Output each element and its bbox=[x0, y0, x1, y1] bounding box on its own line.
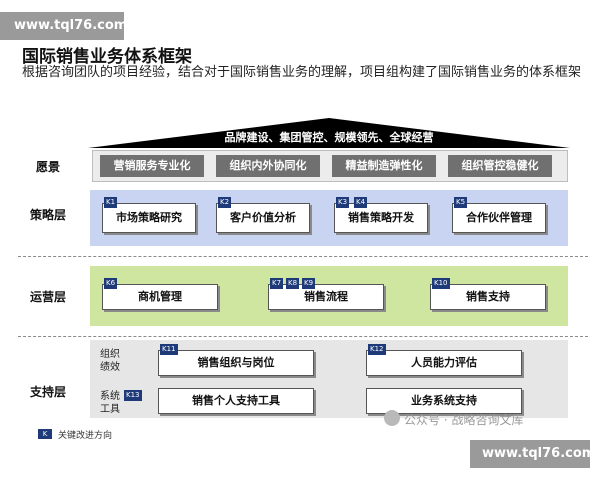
page-title: 国际销售业务体系框架 bbox=[22, 47, 192, 67]
key-tag: K5 bbox=[454, 197, 468, 208]
vision-item: 组织管控稳健化 bbox=[448, 155, 552, 177]
row-divider bbox=[18, 336, 588, 337]
key-tag: K10 bbox=[432, 278, 450, 289]
support-item: 销售组织与岗位 bbox=[158, 350, 314, 376]
strategy-item: 市场策略研究 bbox=[102, 203, 196, 233]
legend-key-icon: K bbox=[38, 429, 52, 439]
strategy-item: 合作伙伴管理 bbox=[452, 203, 546, 233]
strategy-item-label: 销售策略开发 bbox=[348, 211, 414, 224]
support-group-label: 组织 绩效 bbox=[100, 349, 120, 373]
key-tag: K7 bbox=[270, 278, 284, 289]
support-item-label: 人员能力评估 bbox=[411, 356, 477, 369]
row-label-support: 支持层 bbox=[30, 385, 67, 399]
key-tag: K13 bbox=[124, 390, 142, 401]
row-label-strategy: 策略层 bbox=[30, 208, 67, 222]
strategy-item: 销售策略开发 bbox=[334, 203, 428, 233]
operations-item-label: 销售支持 bbox=[466, 290, 510, 303]
support-item: 销售个人支持工具 bbox=[158, 388, 314, 414]
support-item: 业务系统支持 bbox=[366, 388, 522, 414]
row-label-operations: 运营层 bbox=[30, 290, 67, 304]
source-mark: 公众号 · 战略咨询文库 bbox=[404, 413, 524, 427]
row-divider bbox=[18, 256, 588, 257]
legend-text: 关键改进方向 bbox=[58, 431, 113, 441]
strategy-item: 客户价值分析 bbox=[216, 203, 310, 233]
vision-item: 组织内外协同化 bbox=[216, 155, 320, 177]
key-tag: K12 bbox=[368, 344, 386, 355]
row-label-vision: 愿景 bbox=[36, 160, 61, 174]
support-item-label: 销售个人支持工具 bbox=[192, 394, 280, 407]
key-tag: K8 bbox=[286, 278, 300, 289]
strategy-item-label: 市场策略研究 bbox=[116, 211, 182, 224]
strategy-item-label: 客户价值分析 bbox=[230, 211, 296, 224]
key-tag: K11 bbox=[160, 344, 178, 355]
page-subtitle: 根据咨询团队的项目经验，结合对于国际销售业务的理解，项目组构建了国际销售业务的体… bbox=[22, 65, 582, 80]
key-tag: K3 bbox=[336, 197, 350, 208]
key-tag: K9 bbox=[302, 278, 316, 289]
support-group-label: 系统 工具 bbox=[100, 391, 120, 415]
watermark-bottom: www.tql76.com bbox=[470, 440, 595, 468]
support-item-label: 销售组织与岗位 bbox=[197, 356, 275, 369]
key-tag: K6 bbox=[104, 278, 118, 289]
watermark-top: www.tql76.com bbox=[0, 12, 127, 40]
key-tag: K1 bbox=[104, 197, 118, 208]
wechat-icon bbox=[384, 410, 400, 426]
support-item-label: 业务系统支持 bbox=[411, 394, 477, 407]
roof-text: 品牌建设、集团管控、规模领先、全球经营 bbox=[224, 131, 434, 144]
vision-item: 精益制造弹性化 bbox=[332, 155, 436, 177]
support-item: 人员能力评估 bbox=[366, 350, 522, 376]
vision-item: 营销服务专业化 bbox=[100, 155, 204, 177]
operations-item-label: 商机管理 bbox=[138, 290, 182, 303]
strategy-item-label: 合作伙伴管理 bbox=[466, 211, 532, 224]
key-tag: K2 bbox=[218, 197, 232, 208]
roof-triangle bbox=[88, 118, 570, 148]
key-tag: K4 bbox=[354, 197, 368, 208]
operations-item-label: 销售流程 bbox=[304, 290, 348, 303]
operations-item: 商机管理 bbox=[102, 284, 218, 310]
